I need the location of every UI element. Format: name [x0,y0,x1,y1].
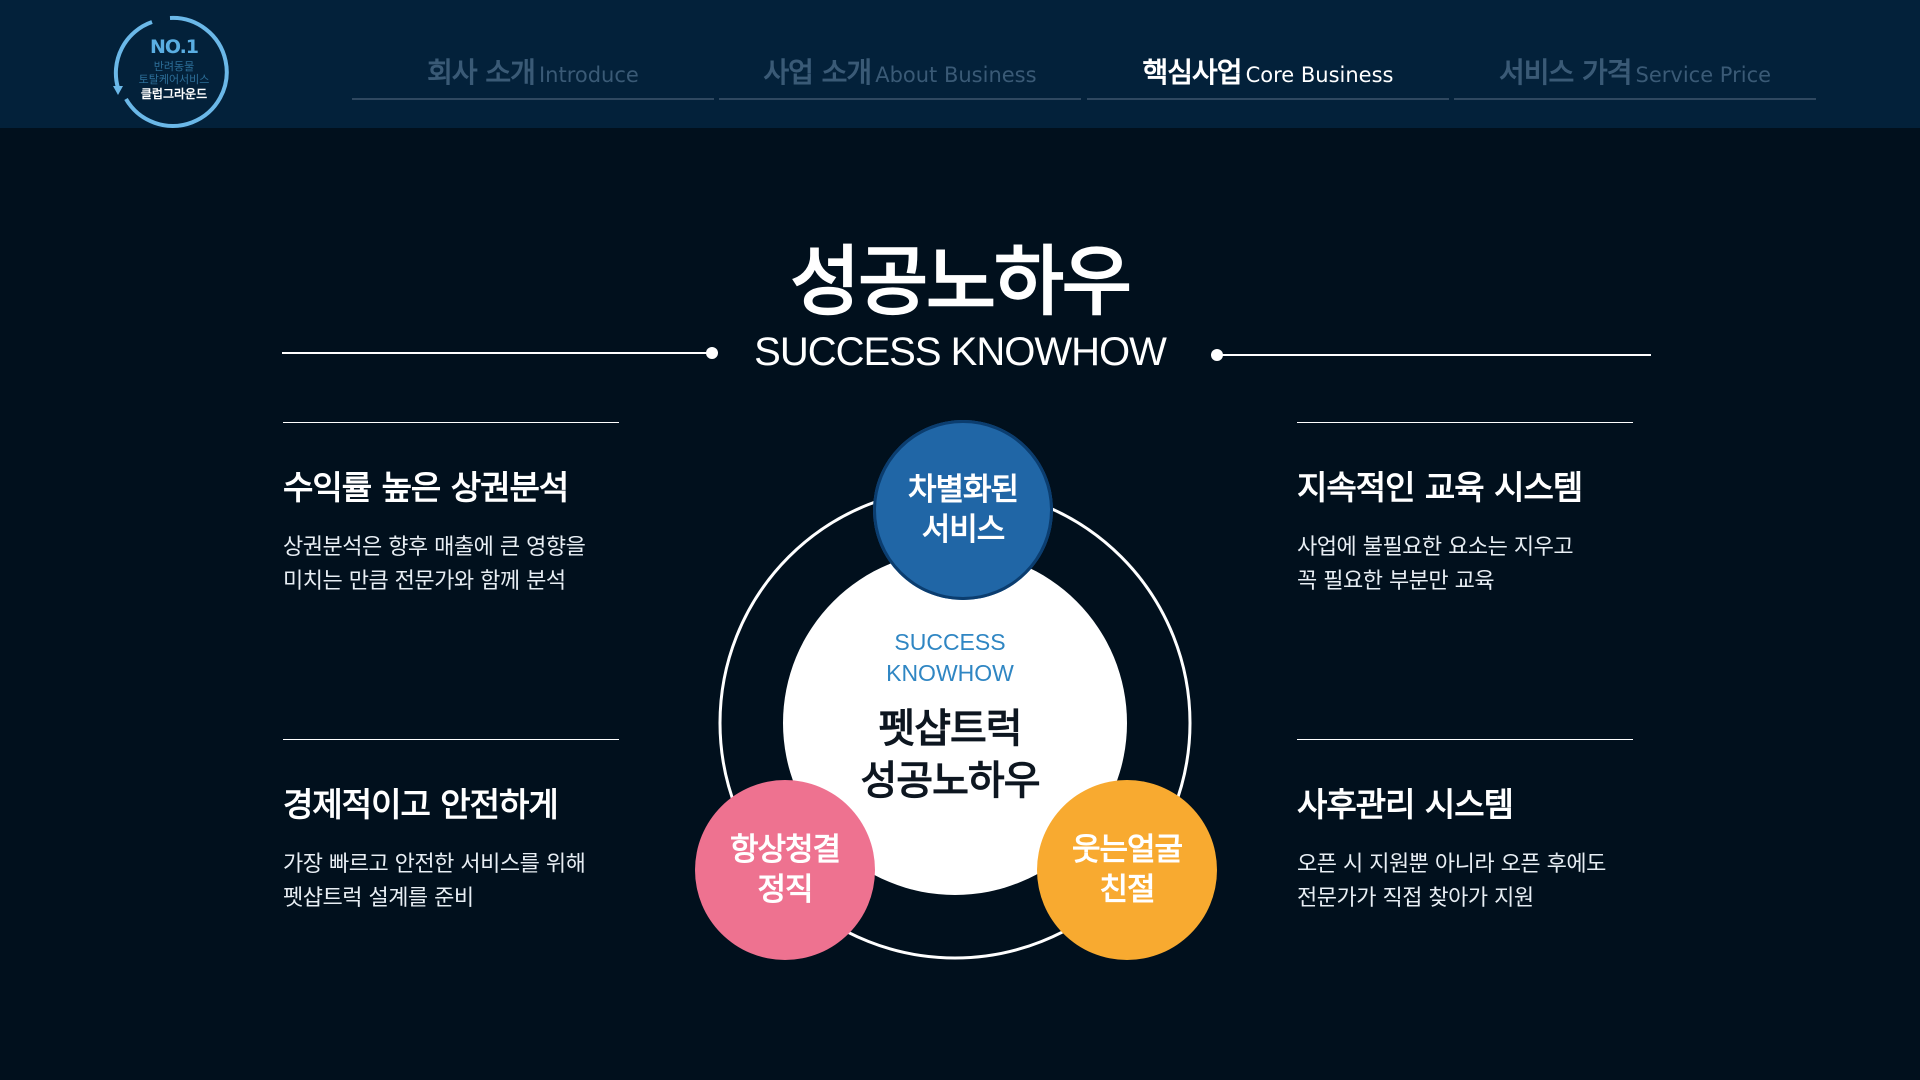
feature-education-system: 지속적인 교육 시스템 사업에 불필요한 요소는 지우고 꼭 필요한 부분만 교… [1297,422,1633,599]
page-title: 성공노하우 [790,237,1132,326]
feature-description: 가장 빠르고 안전한 서비스를 위해 펫샵트럭 설계를 준비 [283,852,586,911]
nav-item-label: 사업 소개 [763,56,872,89]
feature-economical-safe: 경제적이고 안전하게 가장 빠르고 안전한 서비스를 위해 펫샵트럭 설계를 준… [283,739,619,916]
bubble-clean-honest: 항상청결 정직 [695,780,875,960]
logo[interactable]: NO.1 반려동물 토탈케어서비스 클럽그라운드 [112,14,236,130]
center-label-ko: 펫샵트럭 성공노하우 [860,706,1041,804]
feature-rule [283,422,619,423]
feature-rule [1297,422,1633,423]
feature-rule [1297,739,1633,740]
logo-subtitle-1: 반려동물 [153,60,195,73]
feature-title: 사후관리 시스템 [1297,785,1514,824]
nav-item-sublabel: Service Price [1635,63,1772,87]
feature-title: 수익률 높은 상권분석 [283,468,569,507]
nav-item-label: 핵심사업 [1142,56,1243,89]
feature-description: 상권분석은 향후 매출에 큰 영향을 미치는 만큼 전문가와 함께 분석 [283,535,586,594]
nav-item-label: 회사 소개 [427,56,536,89]
feature-description: 오픈 시 지원뿐 아니라 오픈 후에도 전문가가 직접 찾아가 지원 [1297,852,1606,911]
page-subtitle: SUCCESS KNOWHOW [754,330,1167,374]
bubble-smile-kind: 웃는얼굴 친절 [1037,780,1217,960]
logo-subtitle-2: 토탈케어서비스 [138,73,210,86]
center-label-en: SUCCESS KNOWHOW [886,629,1014,686]
subtitle-divider-right [1217,354,1651,356]
feature-description: 사업에 불필요한 요소는 지우고 꼭 필요한 부분만 교육 [1297,535,1574,594]
feature-rule [283,739,619,740]
logo-arc-icon [113,15,229,128]
nav-item-sublabel: Introduce [538,63,639,87]
subtitle-divider-left [282,352,712,354]
logo-brand: 클럽그라운드 [140,87,208,101]
feature-title: 지속적인 교육 시스템 [1297,468,1583,507]
nav-item-sublabel: About Business [875,63,1037,87]
feature-market-analysis: 수익률 높은 상권분석 상권분석은 향후 매출에 큰 영향을 미치는 만큼 전문… [283,422,619,599]
success-diagram: SUCCESS KNOWHOW 펫샵트럭 성공노하우 차별화된 서비스 항상청결… [695,405,1220,975]
feature-title: 경제적이고 안전하게 [283,785,559,824]
feature-aftercare-system: 사후관리 시스템 오픈 시 지원뿐 아니라 오픈 후에도 전문가가 직접 찾아가… [1297,739,1633,916]
nav-item-sublabel: Core Business [1245,63,1394,87]
logo-number: NO.1 [149,36,199,58]
subtitle-divider-left-dot [706,347,718,359]
bubble-differentiated-service: 차별화된 서비스 [873,420,1053,600]
nav-item-label: 서비스 가격 [1498,56,1633,89]
